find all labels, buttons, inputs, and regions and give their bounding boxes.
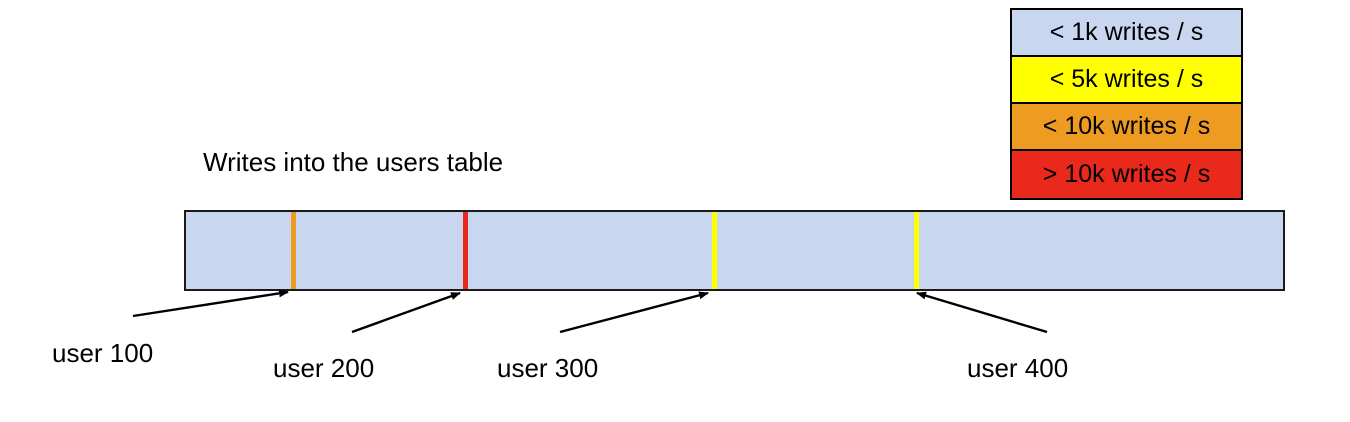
legend-item-under-5k: < 5k writes / s: [1012, 57, 1241, 104]
legend-item-label: < 5k writes / s: [1049, 65, 1204, 93]
annotation-label-user-400: user 400: [967, 353, 1069, 383]
users-table-bar: [184, 210, 1285, 291]
user-100-marker: [291, 212, 296, 289]
legend-item-label: < 10k writes / s: [1042, 112, 1211, 140]
legend: < 1k writes / s < 5k writes / s < 10k wr…: [1010, 8, 1243, 200]
user-300-marker: [712, 212, 717, 289]
legend-item-over-10k: > 10k writes / s: [1012, 151, 1241, 198]
legend-item-label: > 10k writes / s: [1042, 160, 1211, 188]
annotation-label-user-300: user 300: [497, 353, 599, 383]
user-400-marker: [914, 212, 919, 289]
chart-title: Writes into the users table: [203, 147, 504, 177]
annotation-label-user-100: user 100: [52, 338, 154, 368]
legend-item-under-10k: < 10k writes / s: [1012, 104, 1241, 151]
legend-item-under-1k: < 1k writes / s: [1012, 10, 1241, 57]
annotation-label-user-200: user 200: [273, 353, 375, 383]
user-200-marker: [463, 212, 468, 289]
legend-item-label: < 1k writes / s: [1049, 18, 1204, 46]
